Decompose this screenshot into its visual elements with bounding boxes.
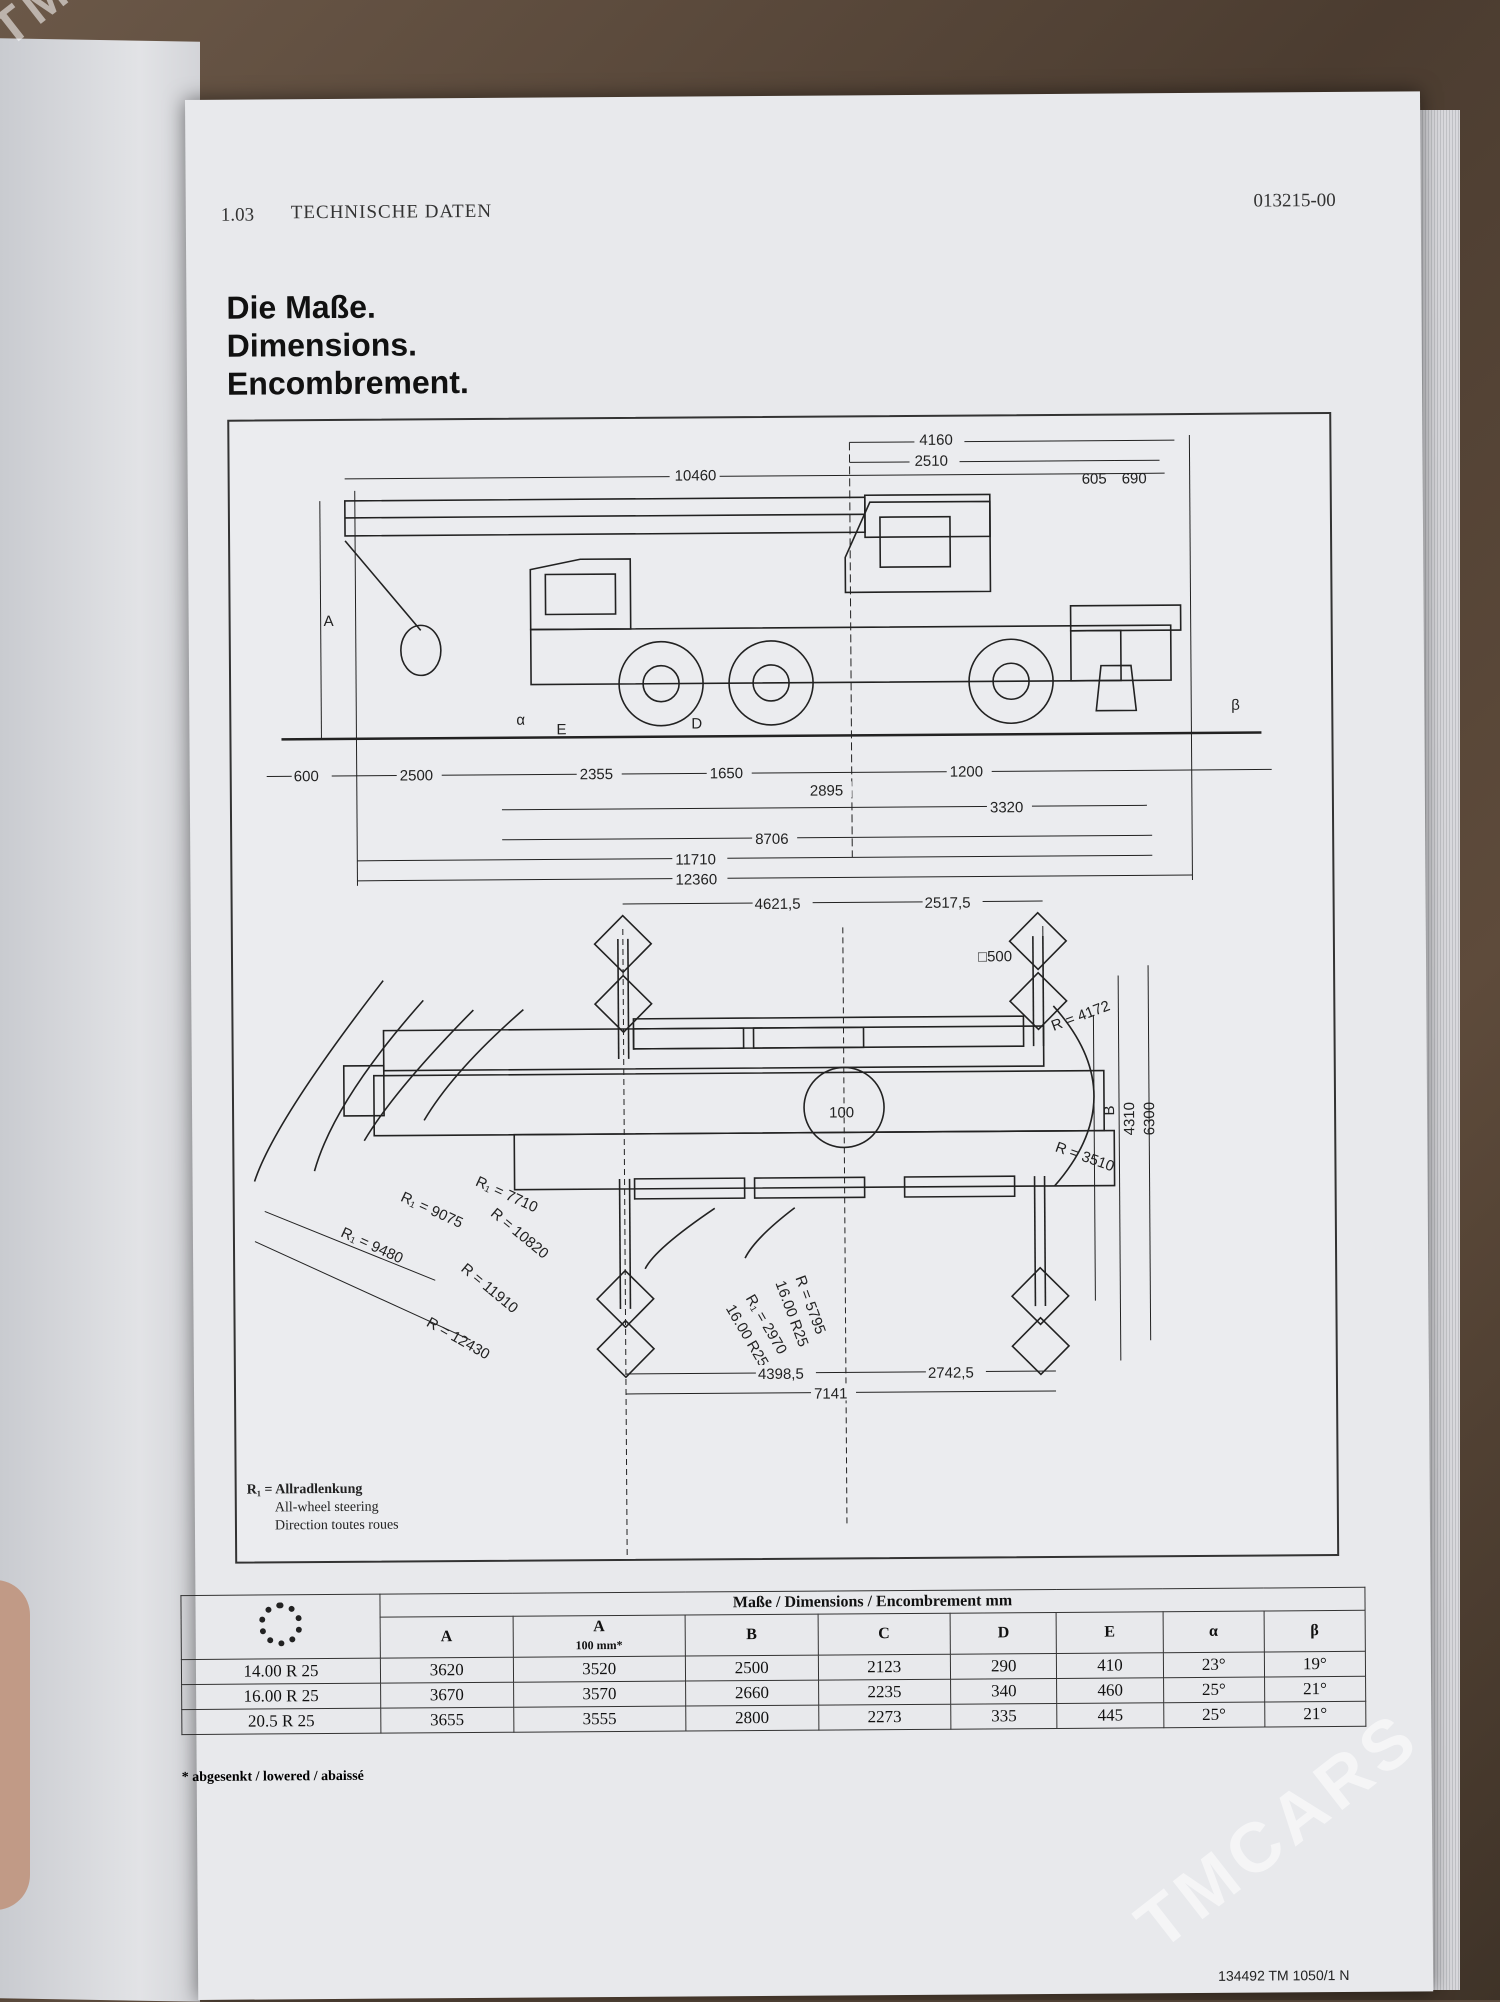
cell: 3570 [513,1681,686,1707]
cell: 340 [951,1678,1057,1704]
title-english: Dimensions. [227,326,418,364]
label-E: E [556,721,566,738]
dim-2510: 2510 [914,453,947,470]
col-E: E [1056,1612,1163,1654]
dim-1200: 1200 [950,763,983,780]
radius-10820: R = 10820 [487,1205,551,1262]
left-book-page [0,38,200,2001]
dim-6300: 6300 [1141,1102,1158,1135]
cell: 3655 [381,1707,514,1733]
section-number: 1.03 [221,205,254,227]
col-A: A [380,1616,513,1658]
plan-view-crane [253,912,1118,1561]
dim-2355: 2355 [580,766,613,783]
dim-7141: 7141 [814,1385,847,1402]
cell: 3555 [513,1706,686,1732]
cell: 290 [950,1653,1056,1679]
cell: 3670 [381,1682,514,1708]
cell: 23° [1163,1652,1264,1678]
dim-2742-5: 2742,5 [928,1365,974,1382]
dim-4398-5: 4398,5 [758,1366,804,1383]
col-C: C [818,1613,951,1655]
label-B: B [1101,1105,1118,1115]
dim-2500: 2500 [400,767,433,784]
col-D: D [950,1612,1057,1654]
cell: 2235 [818,1679,951,1705]
section-title: TECHNISCHE DATEN [291,201,492,224]
cell: 2500 [685,1655,818,1681]
col-alpha: α [1163,1611,1264,1653]
side-view-crane [280,493,1262,740]
dim-2895: 2895 [810,782,843,799]
plan-view-dimensions [253,900,1151,1396]
radius-3510: R = 3510 [1053,1139,1116,1176]
dim-4621-5: 4621,5 [755,896,801,913]
document-code: 013215-00 [1253,190,1335,213]
dim-1650: 1650 [710,765,743,782]
cell: 3620 [380,1657,513,1683]
dim-12360: 12360 [675,871,717,888]
cell: 335 [951,1703,1057,1729]
label-A: A [324,613,334,630]
label-alpha: α [516,712,525,729]
legend: R₁ = Allradlenkung All-wheel steering Di… [247,1481,399,1536]
title-german: Die Maße. [226,289,376,327]
legend-line2: All-wheel steering [247,1499,399,1518]
label-beta: β [1231,697,1240,714]
dim-10460: 10460 [675,467,717,484]
dim-11710: 11710 [675,851,716,868]
dim-605: 605 [1082,471,1107,488]
cell: 2660 [686,1680,819,1706]
radius-4172: R = 4172 [1049,997,1112,1034]
manual-page: 1.03 TECHNISCHE DATEN 013215-00 Die Maße… [185,91,1433,2000]
radius-7710: R₁ = 7710 [473,1173,540,1216]
cell: 21° [1264,1676,1365,1702]
cell: 2273 [818,1704,951,1730]
cell: 2123 [818,1654,951,1680]
finger [0,1580,30,1910]
table-footnote: * abgesenkt / lowered / abaissé [182,1769,364,1786]
plan-view-labels: 4621,5 2517,5 □500 100 R = 4172 R = 3510… [336,892,1160,1406]
cell: 445 [1057,1703,1163,1729]
dim-3320: 3320 [990,799,1023,816]
col-beta: β [1264,1610,1365,1652]
col-A-subheader: 100 mm* [576,1638,623,1652]
cell: 2800 [686,1705,819,1731]
cell: 3520 [513,1656,686,1682]
cell: 410 [1057,1653,1163,1679]
cell: 25° [1163,1702,1264,1728]
cell: 19° [1264,1651,1365,1677]
center-offset-100: 100 [829,1104,854,1121]
cell: 25° [1163,1677,1264,1703]
dim-8706: 8706 [755,831,788,848]
dim-690: 690 [1122,470,1147,487]
cell: 20.5 R 25 [182,1708,381,1734]
cell: 14.00 R 25 [181,1658,380,1684]
label-D: D [691,715,702,732]
radius-11910: R = 11910 [458,1260,522,1317]
cell: 16.00 R 25 [182,1683,381,1709]
dim-600: 600 [294,768,319,785]
drawing-frame: 4160 2510 605 690 10460 A α E D β 600 25… [227,412,1339,1564]
outrigger-pad-size: □500 [978,948,1012,965]
dim-4310: 4310 [1121,1102,1138,1135]
col-B: B [685,1614,818,1656]
cell: 460 [1057,1678,1163,1704]
tire-icon [258,1602,302,1646]
radius-9075: R₁ = 9075 [398,1189,465,1232]
title-french: Encombrement. [227,364,469,403]
tire-icon-cell [181,1594,380,1659]
dim-2517-5: 2517,5 [925,895,971,912]
technical-drawing: 4160 2510 605 690 10460 A α E D β 600 25… [229,414,1337,1562]
radius-12430: R = 12430 [424,1314,493,1363]
dim-4160: 4160 [919,432,952,449]
legend-line3: Direction toutes roues [247,1517,399,1536]
legend-line1: R₁ = Allradlenkung [247,1482,363,1498]
doc-number: 134492 TM 1050/1 N [1218,1967,1349,1984]
